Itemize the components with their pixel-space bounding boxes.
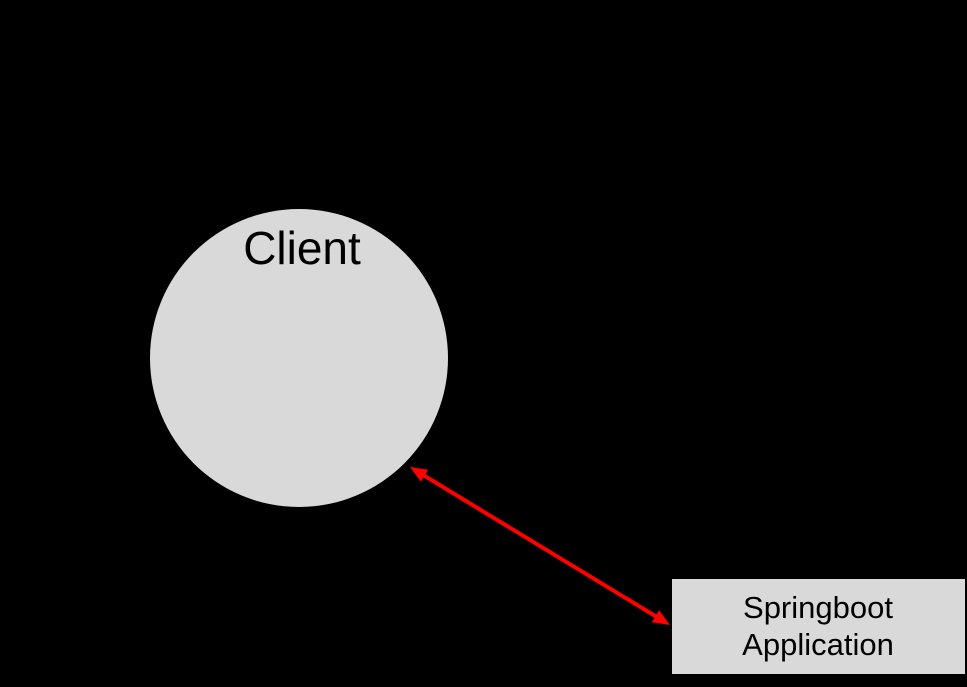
springboot-node-label-line2: Application xyxy=(742,627,894,662)
connector-arrowhead-start-icon xyxy=(410,467,429,482)
springboot-node xyxy=(672,579,965,674)
springboot-node-label-line1: Springboot xyxy=(743,590,893,625)
client-node xyxy=(150,209,448,507)
client-springboot-connector xyxy=(410,467,670,625)
connector-line xyxy=(420,472,660,620)
connector-arrowhead-end-icon xyxy=(651,610,670,625)
client-node-label: Client xyxy=(243,222,361,274)
